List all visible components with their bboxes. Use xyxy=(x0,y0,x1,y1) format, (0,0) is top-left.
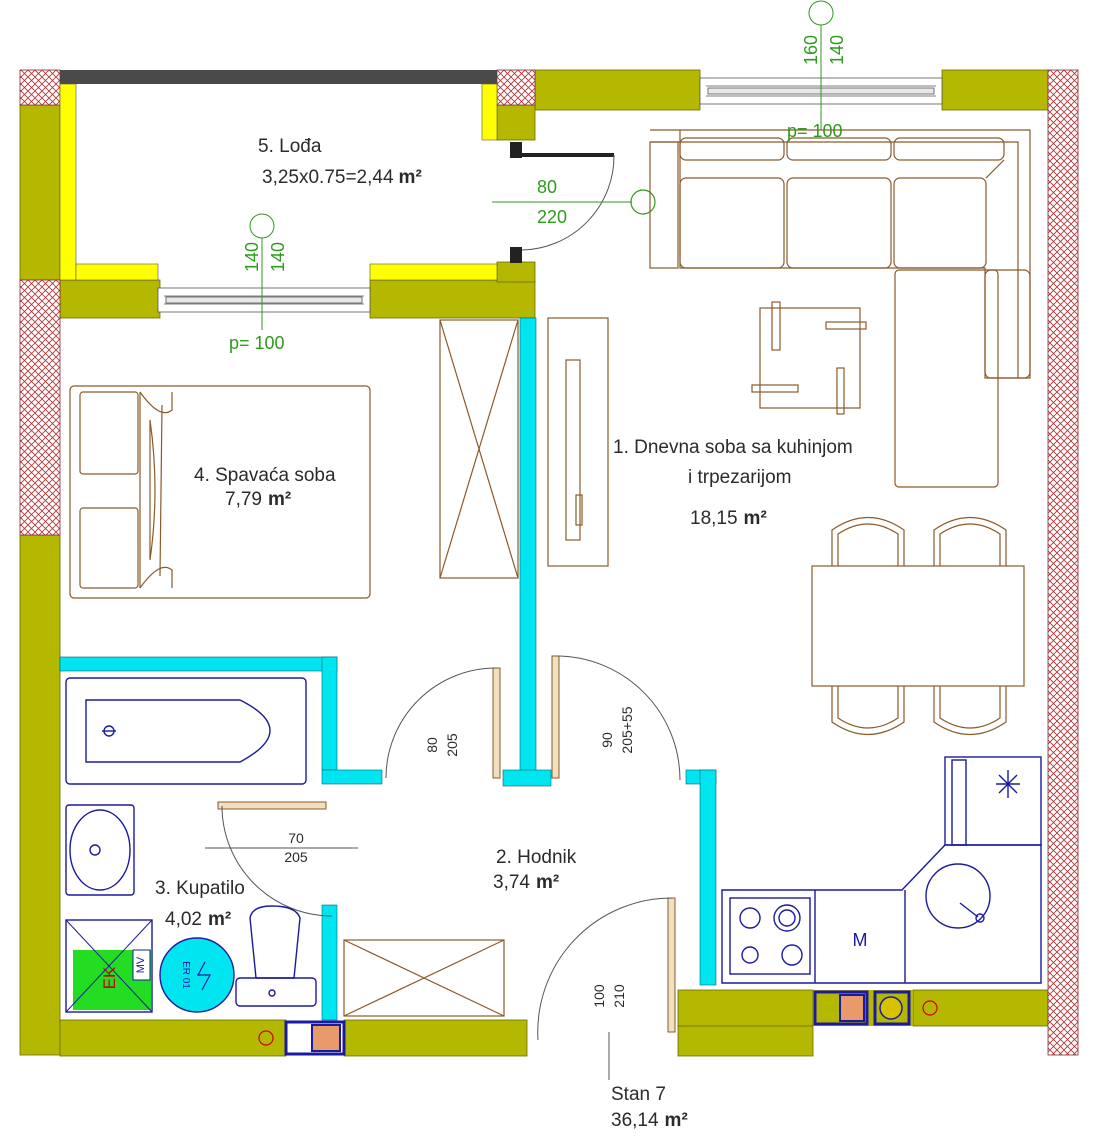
bedroom-area-line: 7,79 m² xyxy=(225,489,291,510)
window-markers xyxy=(249,0,834,330)
window-loggia-width: 140 xyxy=(242,242,262,272)
window-loggia-height: 140 xyxy=(268,242,288,272)
bathroom-name: 3. Kupatilo xyxy=(155,878,245,899)
apartment-name: Stan 7 xyxy=(611,1084,666,1105)
sofa xyxy=(649,129,1031,488)
tv-unit xyxy=(547,317,609,567)
boiler-label: EK xyxy=(100,966,119,989)
entrance-door-height: 210 xyxy=(611,984,627,1008)
bedroom-door-width: 80 xyxy=(424,737,440,753)
kitchen-counter xyxy=(721,756,1042,984)
apartment-area: 36,14 xyxy=(611,1110,659,1131)
balcony-door xyxy=(492,142,656,263)
living-name-1: 1. Dnevna soba sa kuhinjom xyxy=(613,437,853,458)
doors xyxy=(205,655,681,1080)
living-door-height: 205+55 xyxy=(619,706,635,753)
bedroom-unit: m² xyxy=(268,489,291,510)
apartment-unit: m² xyxy=(665,1110,688,1131)
walls xyxy=(19,69,1049,1057)
bathroom-unit: m² xyxy=(208,909,231,930)
er-label: ER 01 xyxy=(180,961,191,989)
loggia-insulation xyxy=(59,83,498,281)
bathroom-door-width: 70 xyxy=(288,830,304,846)
partition-walls xyxy=(59,317,717,1021)
wardrobe xyxy=(439,319,519,579)
living-door-width: 90 xyxy=(599,732,615,748)
mv-label: MV xyxy=(135,956,147,973)
sink xyxy=(65,804,135,896)
hatched-columns xyxy=(19,69,1079,1056)
balcony-door-height: 220 xyxy=(537,207,567,227)
loggia-railing xyxy=(60,70,497,84)
bedroom-area: 7,79 xyxy=(225,489,262,510)
loggia-area: 3,25x0.75=2,44 xyxy=(262,167,394,188)
apartment-area-line: 36,14 m² xyxy=(611,1110,688,1131)
hallway-unit: m² xyxy=(536,872,559,893)
coffee-table xyxy=(751,301,867,415)
washing-machine xyxy=(159,937,235,1013)
window-top-parapet: p= 100 xyxy=(787,121,843,141)
entrance-door-width: 100 xyxy=(591,984,607,1008)
bathroom-installations xyxy=(258,1020,346,1056)
hallway-area-line: 3,74 m² xyxy=(493,872,559,893)
bathroom-area-line: 4,02 m² xyxy=(165,909,231,930)
bedroom-name: 4. Spavaća soba xyxy=(194,465,336,486)
loggia-unit: m² xyxy=(399,167,422,188)
window-top-width: 160 xyxy=(801,35,821,65)
living-area: 18,15 xyxy=(690,508,738,529)
bathroom-area: 4,02 xyxy=(165,909,202,930)
toilet xyxy=(235,905,317,1007)
loggia-name: 5. Lođa xyxy=(258,136,322,157)
window-loggia-parapet: p= 100 xyxy=(229,333,285,353)
window-loggia xyxy=(157,287,371,313)
kitchen-installations xyxy=(813,990,938,1026)
living-unit: m² xyxy=(744,508,767,529)
bed xyxy=(69,385,371,599)
dining-table xyxy=(811,516,1025,736)
boiler xyxy=(65,919,153,1013)
living-area-line: 18,15 m² xyxy=(690,508,767,529)
hallway-name: 2. Hodnik xyxy=(496,847,577,868)
microwave-label: M xyxy=(853,930,868,950)
living-name-2: i trpezarijom xyxy=(688,467,791,488)
bedroom-door-height: 205 xyxy=(444,733,460,757)
hallway-area: 3,74 xyxy=(493,872,530,893)
bathtub xyxy=(65,677,307,785)
bathroom-door-height: 205 xyxy=(284,849,308,865)
balcony-door-width: 80 xyxy=(537,177,557,197)
window-top-height: 140 xyxy=(827,35,847,65)
shoe-cabinet xyxy=(343,939,505,1017)
